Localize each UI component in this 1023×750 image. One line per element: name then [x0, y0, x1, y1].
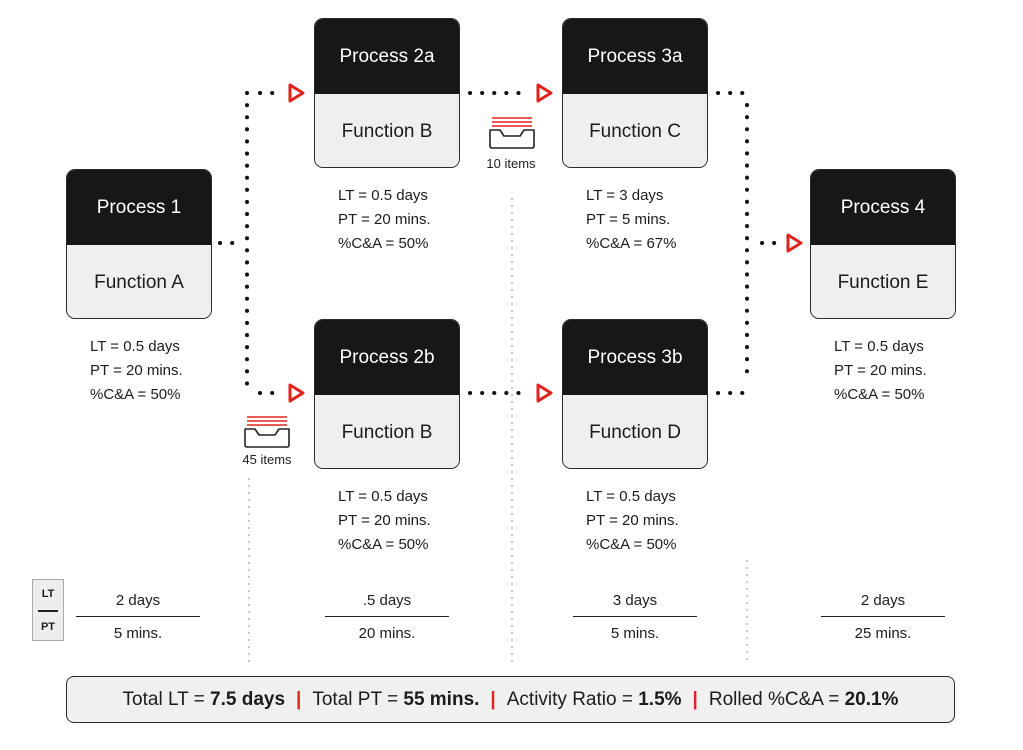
timeline-segment: 2 days 25 mins. [821, 586, 945, 647]
inventory-tray-icon [489, 117, 535, 149]
process-time: PT = 20 mins. [586, 512, 679, 529]
process-3a-box[interactable]: Process 3a Function C [562, 18, 708, 168]
process-2a-box[interactable]: Process 2a Function B [314, 18, 460, 168]
rolled-ca-label: Rolled %C&A = [708, 688, 840, 710]
complete-accurate: %C&A = 50% [90, 386, 181, 403]
arrow-to-process-3b-icon [536, 383, 553, 403]
timeline-segment: .5 days 20 mins. [325, 586, 449, 647]
summary-bar: Total LT = 7.5 days | Total PT = 55 mins… [66, 676, 955, 723]
lead-time: LT = 0.5 days [586, 488, 676, 505]
total-pt-label: Total PT = [312, 688, 399, 710]
process-title: Process 3a [563, 19, 707, 94]
summary-separator: | [490, 688, 496, 710]
process-time: PT = 20 mins. [338, 211, 431, 228]
activity-ratio-label: Activity Ratio = [506, 688, 633, 710]
process-function: Function A [67, 245, 211, 318]
complete-accurate: %C&A = 50% [338, 536, 429, 553]
process-1-box[interactable]: Process 1 Function A [66, 169, 212, 319]
lead-time: LT = 3 days [586, 187, 664, 204]
activity-ratio-value: 1.5% [638, 688, 682, 710]
lead-time: LT = 0.5 days [834, 338, 924, 355]
process-time: PT = 20 mins. [338, 512, 431, 529]
process-function: Function C [563, 94, 707, 167]
lead-time: LT = 0.5 days [338, 488, 428, 505]
segment-lead-time: .5 days [325, 586, 449, 617]
process-title: Process 2b [315, 320, 459, 395]
legend-pt: PT [40, 620, 56, 633]
timeline-legend: LT PT [32, 579, 64, 641]
process-3b-box[interactable]: Process 3b Function D [562, 319, 708, 469]
flow-arrowheads [288, 83, 803, 403]
flow-lines [218, 91, 784, 395]
legend-lt: LT [41, 588, 55, 600]
arrow-to-process-2a-icon [288, 83, 305, 103]
segment-process-time: 25 mins. [854, 625, 912, 642]
segment-lead-time: 2 days [76, 586, 200, 617]
process-function: Function E [811, 245, 955, 318]
total-pt-value: 55 mins. [403, 688, 480, 710]
lead-time: LT = 0.5 days [338, 187, 428, 204]
process-function: Function D [563, 395, 707, 468]
total-lt-value: 7.5 days [210, 688, 286, 710]
complete-accurate: %C&A = 50% [338, 235, 429, 252]
process-3a-metrics: LT = 3 days PT = 5 mins. %C&A = 67% [586, 184, 676, 256]
complete-accurate: %C&A = 50% [586, 536, 677, 553]
complete-accurate: %C&A = 50% [834, 386, 925, 403]
inventory-tray-icon [244, 416, 290, 448]
lead-time: LT = 0.5 days [90, 338, 180, 355]
segment-process-time: 5 mins. [610, 625, 660, 642]
process-title: Process 2a [315, 19, 459, 94]
process-2b-box[interactable]: Process 2b Function B [314, 319, 460, 469]
complete-accurate: %C&A = 67% [586, 235, 677, 252]
process-4-box[interactable]: Process 4 Function E [810, 169, 956, 319]
process-title: Process 3b [563, 320, 707, 395]
process-function: Function B [315, 94, 459, 167]
process-function: Function B [315, 395, 459, 468]
process-title: Process 4 [811, 170, 955, 245]
process-time: PT = 20 mins. [90, 362, 183, 379]
process-2b-metrics: LT = 0.5 days PT = 20 mins. %C&A = 50% [338, 485, 431, 557]
segment-process-time: 20 mins. [358, 625, 416, 642]
rolled-ca-value: 20.1% [844, 688, 899, 710]
inventory-label: 10 items [486, 156, 536, 171]
segment-lead-time: 2 days [821, 586, 945, 617]
process-2a-metrics: LT = 0.5 days PT = 20 mins. %C&A = 50% [338, 184, 431, 256]
legend-divider [38, 610, 58, 612]
process-time: PT = 5 mins. [586, 211, 671, 228]
summary-separator: | [692, 688, 698, 710]
process-title: Process 1 [67, 170, 211, 245]
arrow-to-process-3a-icon [536, 83, 553, 103]
summary-separator: | [296, 688, 302, 710]
arrow-to-process-2b-icon [288, 383, 305, 403]
process-1-metrics: LT = 0.5 days PT = 20 mins. %C&A = 50% [90, 335, 183, 407]
timeline-segment: 2 days 5 mins. [76, 586, 200, 647]
timeline-segment: 3 days 5 mins. [573, 586, 697, 647]
total-lt-label: Total LT = [122, 688, 205, 710]
timeline-dividers [248, 198, 748, 662]
process-time: PT = 20 mins. [834, 362, 927, 379]
segment-lead-time: 3 days [573, 586, 697, 617]
segment-process-time: 5 mins. [113, 625, 163, 642]
arrow-to-process-4-icon [786, 233, 803, 253]
process-4-metrics: LT = 0.5 days PT = 20 mins. %C&A = 50% [834, 335, 927, 407]
process-3b-metrics: LT = 0.5 days PT = 20 mins. %C&A = 50% [586, 485, 679, 557]
inventory-label: 45 items [242, 452, 292, 467]
